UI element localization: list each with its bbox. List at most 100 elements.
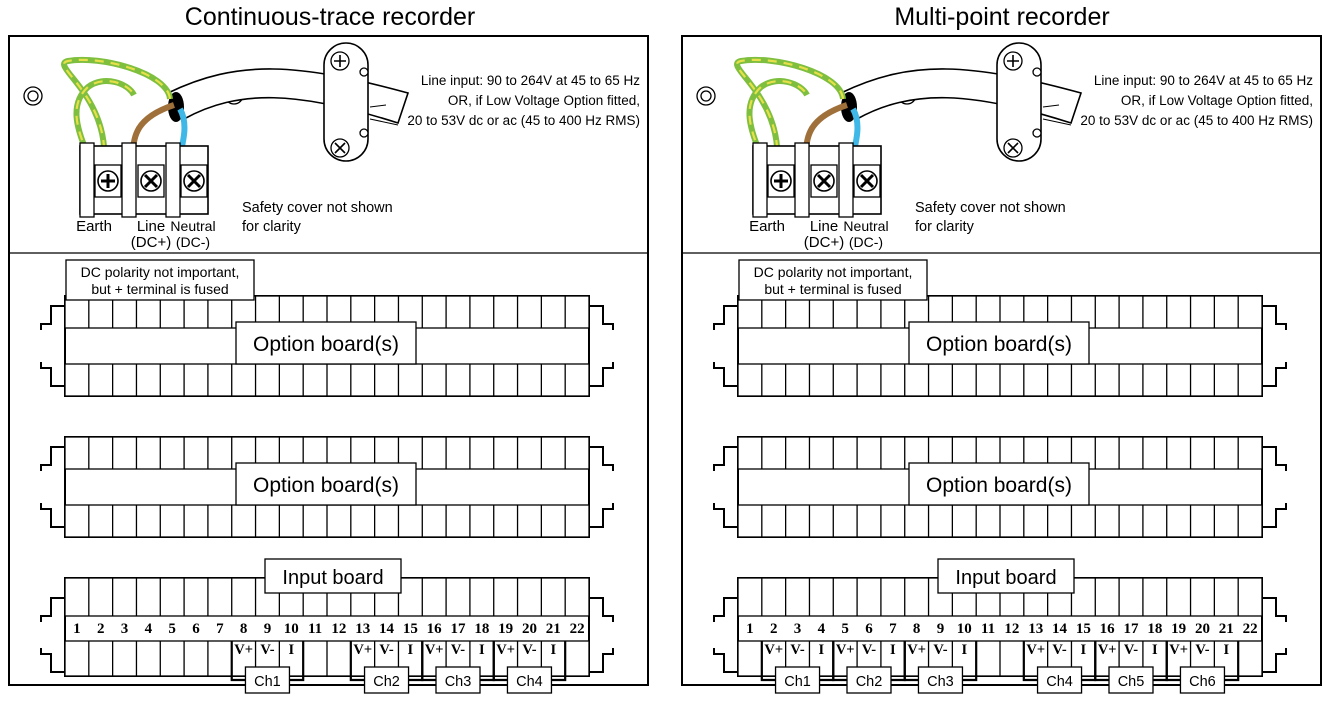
signal-label: I — [961, 642, 967, 658]
channel-label: Ch6 — [1189, 674, 1216, 690]
channel-label-box — [1179, 666, 1226, 694]
signal-label: V+ — [234, 642, 253, 658]
mounting-bracket-left — [713, 446, 738, 528]
option-board-block: Option board(s) — [40, 436, 614, 538]
screw-slot — [1007, 55, 1019, 67]
line-input-text: OR, if Low Voltage Option fitted, — [448, 93, 640, 108]
signal-label: I — [1152, 642, 1158, 658]
signal-label: V+ — [1098, 642, 1117, 658]
dc-note-box — [738, 259, 928, 301]
input-terminal-number: 9 — [264, 621, 272, 637]
input-terminal-number: 5 — [841, 621, 849, 637]
dc-note-text: DC polarity not important, — [754, 264, 913, 280]
line-input-leader — [369, 104, 399, 126]
input-terminal-number: 21 — [1219, 621, 1234, 637]
channel-label: Ch4 — [516, 674, 543, 690]
signal-label: V- — [1124, 642, 1138, 658]
input-terminal-number: 2 — [97, 621, 105, 637]
input-terminal-number: 14 — [379, 621, 395, 637]
option-board-block: Option board(s) — [713, 436, 1287, 538]
option-board-label: Option board(s) — [926, 333, 1072, 356]
earth-wire-stripe — [735, 58, 845, 166]
screw-slot — [101, 174, 115, 188]
option-board-label-box — [908, 462, 1090, 506]
clamp-hole — [1032, 67, 1042, 77]
mounting-bracket-right — [589, 446, 614, 528]
input-lower-terminal-row — [737, 640, 1263, 677]
input-terminal-number: 6 — [865, 621, 873, 637]
channel-label: Ch2 — [856, 674, 883, 690]
signal-label: I — [819, 642, 825, 658]
dc-polarity-note: DC polarity not important,but + terminal… — [738, 259, 928, 301]
dc-note-text: but + terminal is fused — [764, 281, 901, 297]
signal-label: I — [479, 642, 485, 658]
input-terminal-number: 1 — [73, 621, 81, 637]
channel-label-box — [774, 666, 821, 694]
terminal-barrier — [121, 142, 137, 218]
signal-label: V+ — [425, 642, 444, 658]
channel-label-box — [1108, 666, 1154, 694]
channel-label: Ch1 — [254, 674, 281, 690]
channel-label: Ch4 — [1046, 674, 1073, 690]
terminal-label-line_dc: (DC+) — [804, 234, 844, 251]
signal-label: V- — [379, 642, 393, 658]
screw-slot — [143, 173, 159, 189]
mounting-bracket-right — [1262, 446, 1287, 528]
screw-slot — [816, 173, 832, 189]
cable-clamp — [323, 42, 369, 162]
input-terminal-number: 9 — [937, 621, 945, 637]
channel-label-box — [363, 666, 410, 694]
earth-wire-stripe — [62, 58, 172, 166]
signal-label: V+ — [764, 642, 783, 658]
input-terminal-number: 22 — [570, 621, 585, 637]
mounting-bracket-left — [40, 305, 65, 387]
input-terminal-number: 3 — [794, 621, 802, 637]
mounting-bracket-right — [589, 305, 614, 387]
input-terminal-number: 19 — [1171, 621, 1186, 637]
mounting-bracket-right — [1262, 305, 1287, 387]
terminal-label-earth: Earth — [749, 218, 785, 235]
line-input-leader — [1042, 104, 1072, 126]
signal-label: I — [890, 642, 896, 658]
safety-note-text: Safety cover not shown — [915, 200, 1066, 216]
mounting-bracket-left — [40, 597, 65, 673]
panel-title-multipoint: Multi-point recorder — [894, 3, 1110, 31]
signal-label: I — [288, 642, 294, 658]
mounting-bracket-left — [713, 597, 738, 673]
signal-label: I — [408, 642, 414, 658]
input-terminal-number: 17 — [1124, 621, 1140, 637]
option-lower-terminal-row — [64, 504, 590, 538]
option-board-label-box — [235, 321, 417, 365]
input-terminal-number: 20 — [522, 621, 537, 637]
option-board-block: Option board(s) — [40, 295, 614, 397]
terminal-barrier — [165, 142, 181, 218]
option-board-label: Option board(s) — [926, 474, 1072, 497]
clamp-hole — [359, 67, 369, 77]
dc-note-text: but + terminal is fused — [91, 281, 228, 297]
input-terminal-number: 21 — [546, 621, 561, 637]
signal-label: V- — [1052, 642, 1066, 658]
option-board-label-box — [908, 321, 1090, 365]
input-terminal-number: 4 — [818, 621, 826, 637]
clamp-body — [996, 42, 1042, 162]
input-terminal-number: 10 — [957, 621, 972, 637]
signal-label: V+ — [353, 642, 372, 658]
channel-label: Ch5 — [1118, 674, 1145, 690]
clamp-body — [323, 42, 369, 162]
input-terminal-number: 15 — [403, 621, 418, 637]
input-terminal-number: 13 — [355, 621, 370, 637]
option-lower-terminal-row — [64, 363, 590, 397]
terminal-label-earth: Earth — [76, 218, 112, 235]
line-input-text: 20 to 53V dc or ac (45 to 400 Hz RMS) — [407, 113, 640, 128]
terminal-label-neutral_dc: (DC-) — [849, 234, 883, 250]
dc-note-box — [65, 259, 255, 301]
screw-slot — [334, 55, 346, 67]
input-terminal-number: 5 — [168, 621, 176, 637]
mounting-bracket-left — [40, 446, 65, 528]
cable-clamp — [996, 42, 1042, 162]
channel-label: Ch2 — [373, 674, 400, 690]
